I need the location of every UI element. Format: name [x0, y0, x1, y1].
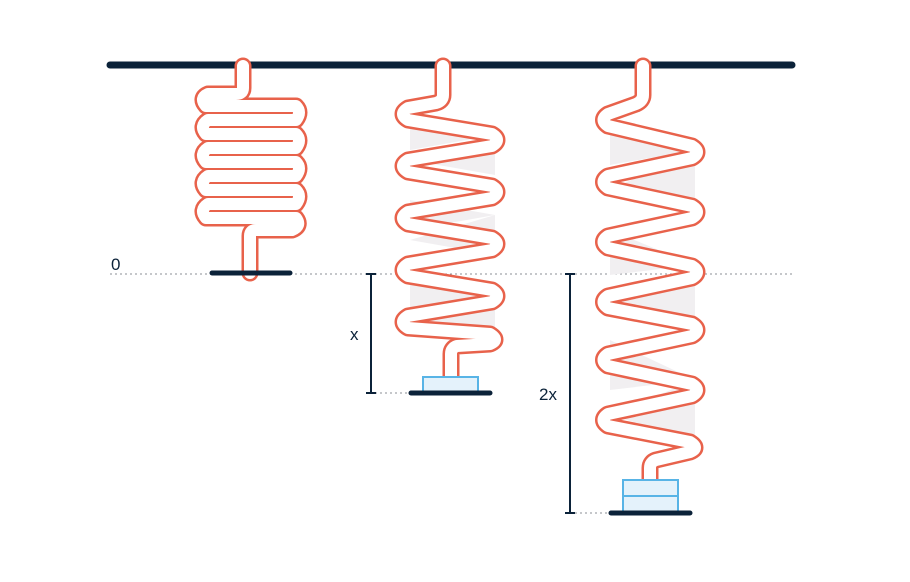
spring-unloaded	[194, 57, 308, 282]
mass-block-2-top	[622, 479, 679, 497]
zero-label: 0	[111, 255, 120, 274]
extension-2x-measure	[565, 273, 575, 514]
extension-x-label: x	[350, 325, 359, 344]
spring-two-masses-coils	[595, 57, 706, 489]
extension-x-measure	[366, 273, 376, 394]
extension-2x-label: 2x	[539, 385, 557, 404]
spring-two-masses	[595, 57, 706, 516]
spring-unloaded-coils	[194, 57, 308, 282]
mass-block-2-bottom	[622, 495, 679, 513]
mass-block-1	[422, 376, 479, 393]
spring-one-mass	[394, 57, 506, 396]
spring-one-mass-coils	[394, 57, 506, 385]
